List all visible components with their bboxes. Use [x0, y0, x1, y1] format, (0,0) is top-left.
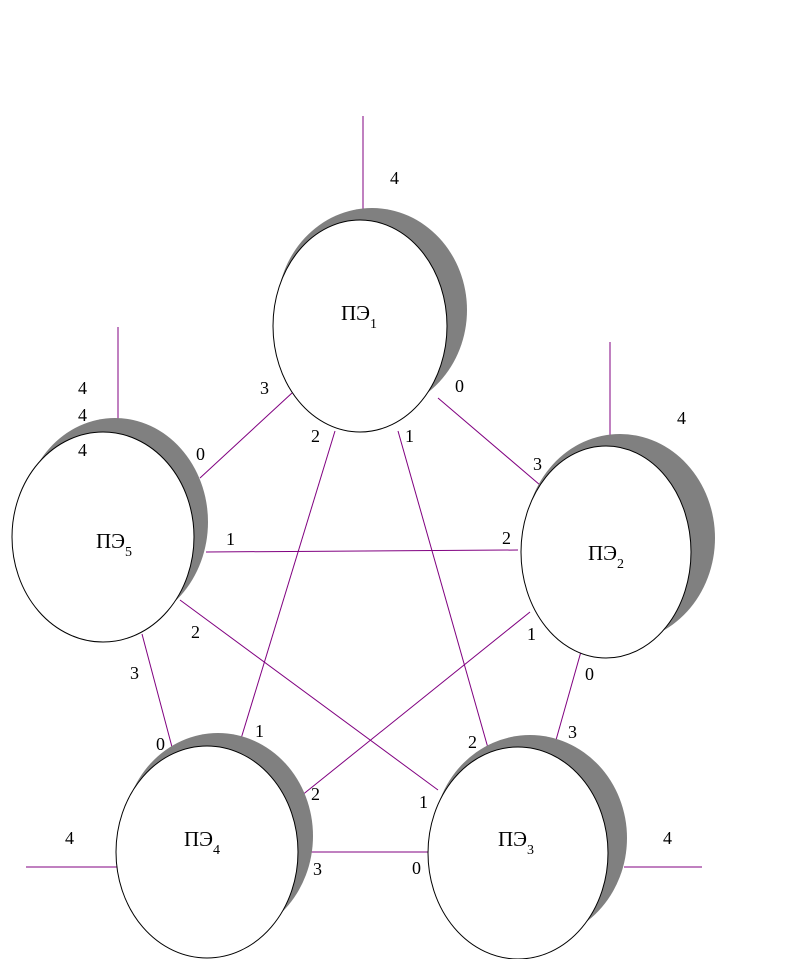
port-label: 0: [196, 444, 205, 464]
node-pe5: ПЭ5: [11, 418, 208, 643]
link-pe2-pe4: [295, 611, 531, 801]
port-label: 4: [65, 828, 74, 848]
port-label: 1: [527, 624, 536, 644]
port-label: 3: [568, 722, 577, 742]
node-pe3: ПЭ3: [427, 735, 627, 959]
port-label: 3: [130, 663, 139, 683]
node-pe2: ПЭ2: [520, 434, 715, 659]
connections: [26, 116, 702, 868]
port-label: 4: [78, 378, 87, 398]
node-circle: [115, 745, 299, 959]
node-label: ПЭ2: [588, 541, 624, 572]
port-label: 0: [585, 664, 594, 684]
link-pe1-pe2: [437, 397, 541, 486]
node-circle: [11, 431, 195, 643]
port-label: 0: [455, 376, 464, 396]
node-label: ПЭ4: [184, 827, 220, 858]
port-labels: 4 0 1 2 3 4 0 1 2 3 4 0 1 2 3 4 0 1 2 3 …: [65, 168, 686, 879]
node-label: ПЭ3: [498, 827, 534, 858]
node-circle: [427, 746, 609, 959]
port-label: 0: [412, 858, 421, 878]
port-label: 4: [390, 168, 399, 188]
port-label: 2: [311, 784, 320, 804]
port-label: 0: [156, 734, 165, 754]
port-label: 1: [419, 792, 428, 812]
link-pe4-pe5: [141, 633, 173, 748]
node-circle: [272, 219, 448, 433]
port-label: 4: [78, 440, 87, 460]
port-label: 1: [255, 721, 264, 741]
port-label: 4: [677, 408, 686, 428]
link-pe3-pe5: [179, 599, 439, 791]
node-label: ПЭ5: [96, 529, 132, 560]
port-label: 2: [311, 426, 320, 446]
node-circle: [520, 445, 692, 659]
port-label: 1: [226, 529, 235, 549]
port-label: 1: [405, 426, 414, 446]
port-label: 3: [313, 859, 322, 879]
port-label: 2: [468, 732, 477, 752]
port-label: 2: [502, 528, 511, 548]
link-pe1-pe3: [397, 430, 489, 749]
port-label: 3: [533, 454, 542, 474]
link-pe2-pe3: [555, 647, 583, 741]
link-pe1-pe5: [199, 392, 293, 479]
link-pe2-pe5: [205, 549, 519, 553]
node-pe4: ПЭ4: [115, 733, 313, 959]
node-pe1: ПЭ1: [272, 208, 467, 433]
port-label: 4: [663, 828, 672, 848]
port-label: 3: [260, 378, 269, 398]
port-label: 2: [191, 622, 200, 642]
node-label: ПЭ1: [341, 301, 377, 332]
link-pe1-pe4: [239, 430, 336, 743]
port-label: 4: [78, 405, 87, 425]
